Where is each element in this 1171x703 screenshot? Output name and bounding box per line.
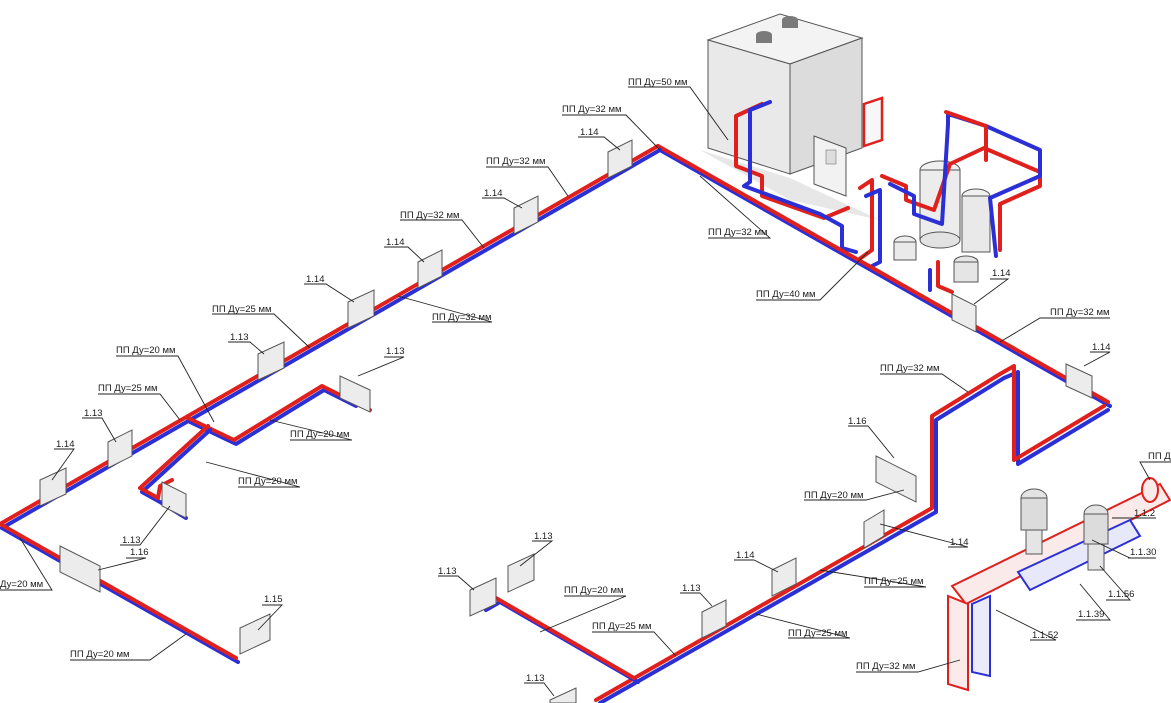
label-pp32-e: ПП Ду=32 мм bbox=[708, 227, 768, 238]
radiator-1-14-right bbox=[1065, 363, 1093, 399]
label-pp32-h: ПП Ду=32 мм bbox=[856, 661, 916, 672]
label-pp32-f: ПП Ду=32 мм bbox=[1050, 307, 1110, 318]
lower-center-run bbox=[480, 364, 1110, 703]
radiator-1-16-j bbox=[59, 545, 101, 593]
radiator-1-13-bottom bbox=[549, 687, 577, 703]
label-114-e: 1.14 bbox=[56, 439, 75, 450]
label-pp20-e: ПП Ду=20 мм bbox=[804, 490, 864, 501]
boiler-room-piping bbox=[734, 100, 1042, 294]
label-1152: 1.1.52 bbox=[1032, 630, 1058, 641]
label-pp20-h: Ду=20 мм bbox=[0, 579, 43, 590]
label-113-c: 1.13 bbox=[84, 408, 103, 419]
label-113-a: 1.13 bbox=[230, 332, 249, 343]
radiator-1-13-bl1 bbox=[469, 577, 497, 617]
label-pp40: ПП Ду=40 мм bbox=[756, 289, 816, 300]
label-115: 1.15 bbox=[264, 594, 283, 605]
label-pp32-a: ПП Ду=32 мм bbox=[562, 104, 622, 115]
label-pp20-c: ПП Ду=20 мм bbox=[238, 476, 298, 487]
label-114-f: 1.14 bbox=[992, 268, 1011, 279]
label-pp-edge: ПП Д bbox=[1148, 451, 1171, 462]
manifold-assembly bbox=[947, 477, 1171, 692]
radiator-1-14-top bbox=[607, 139, 633, 179]
label-pp20-d: ПП Ду=20 мм bbox=[70, 649, 130, 660]
label-1130: 1.1.30 bbox=[1130, 547, 1156, 558]
label-pp25-b: ПП Ду=25 мм bbox=[98, 383, 158, 394]
label-pp20-f: ПП Ду=20 мм bbox=[564, 585, 624, 596]
radiator-1-14-d bbox=[347, 289, 375, 329]
label-113-g: 1.13 bbox=[534, 531, 553, 542]
radiator-1-14-c bbox=[417, 249, 443, 289]
label-1139: 1.1.39 bbox=[1078, 609, 1104, 620]
label-116-a: 1.16 bbox=[130, 547, 149, 558]
label-pp32-g: ПП Ду=32 мм bbox=[880, 363, 940, 374]
label-114-g: 1.14 bbox=[1092, 342, 1111, 353]
radiators bbox=[39, 139, 1093, 703]
label-1156: 1.1.56 bbox=[1108, 589, 1134, 600]
label-pp32-c: ПП Ду=32 мм bbox=[400, 210, 460, 221]
label-pp25-a: ПП Ду=25 мм bbox=[212, 304, 272, 315]
label-pp20-b: ПП Ду=20 мм bbox=[290, 429, 350, 440]
label-pp25-e: ПП Ду=25 мм bbox=[592, 621, 652, 632]
label-116-b: 1.16 bbox=[848, 416, 867, 427]
boiler-unit bbox=[706, 13, 864, 175]
label-pp20-a: ПП Ду=20 мм bbox=[116, 345, 176, 356]
main-run-left bbox=[0, 144, 662, 530]
expansion-tank-panel bbox=[862, 96, 884, 148]
label-114-i: 1.14 bbox=[736, 550, 755, 561]
label-114-a: 1.14 bbox=[580, 127, 599, 138]
leader-lines bbox=[0, 86, 1171, 697]
label-113-e: 1.13 bbox=[682, 583, 701, 594]
radiator-1-13-low bbox=[701, 599, 727, 639]
label-pp25-c: ПП Ду=25 мм bbox=[864, 576, 924, 587]
label-pp32-b: ПП Ду=32 мм bbox=[486, 156, 546, 167]
label-113-d: 1.13 bbox=[122, 535, 141, 546]
label-113-b: 1.13 bbox=[386, 346, 405, 357]
text-labels: ПП Ду=50 мм ПП Ду=32 мм 1.14 ПП Ду=32 мм… bbox=[0, 77, 1171, 684]
label-112: 1.1.2 bbox=[1134, 508, 1155, 519]
label-113-h: 1.13 bbox=[526, 673, 545, 684]
radiator-1-16-right bbox=[875, 455, 917, 503]
radiator-1-15 bbox=[239, 613, 271, 655]
label-pp50-boiler: ПП Ду=50 мм bbox=[628, 77, 688, 88]
radiator-1-14-b bbox=[513, 195, 539, 235]
radiator-1-14-mid bbox=[863, 509, 885, 549]
label-pp32-d: ПП Ду=32 мм bbox=[432, 312, 492, 323]
radiator-1-13-h bbox=[339, 375, 371, 413]
label-114-d: 1.14 bbox=[306, 274, 325, 285]
radiator-1-14-boiler bbox=[951, 293, 977, 333]
label-114-h: 1.14 bbox=[950, 537, 969, 548]
lower-left-branch bbox=[0, 522, 240, 664]
label-pp25-d: ПП Ду=25 мм bbox=[788, 628, 848, 639]
radiator-1-14-low bbox=[771, 557, 797, 597]
label-113-f: 1.13 bbox=[438, 566, 457, 577]
radiator-1-13-e bbox=[257, 341, 285, 381]
main-run-right bbox=[656, 144, 1112, 408]
radiator-1-13-f bbox=[107, 429, 133, 469]
label-114-c: 1.14 bbox=[386, 237, 405, 248]
radiator-1-13-bl2 bbox=[507, 553, 535, 593]
control-panel bbox=[813, 135, 847, 197]
radiator-1-14-g bbox=[39, 467, 67, 507]
label-114-b: 1.14 bbox=[484, 188, 503, 199]
